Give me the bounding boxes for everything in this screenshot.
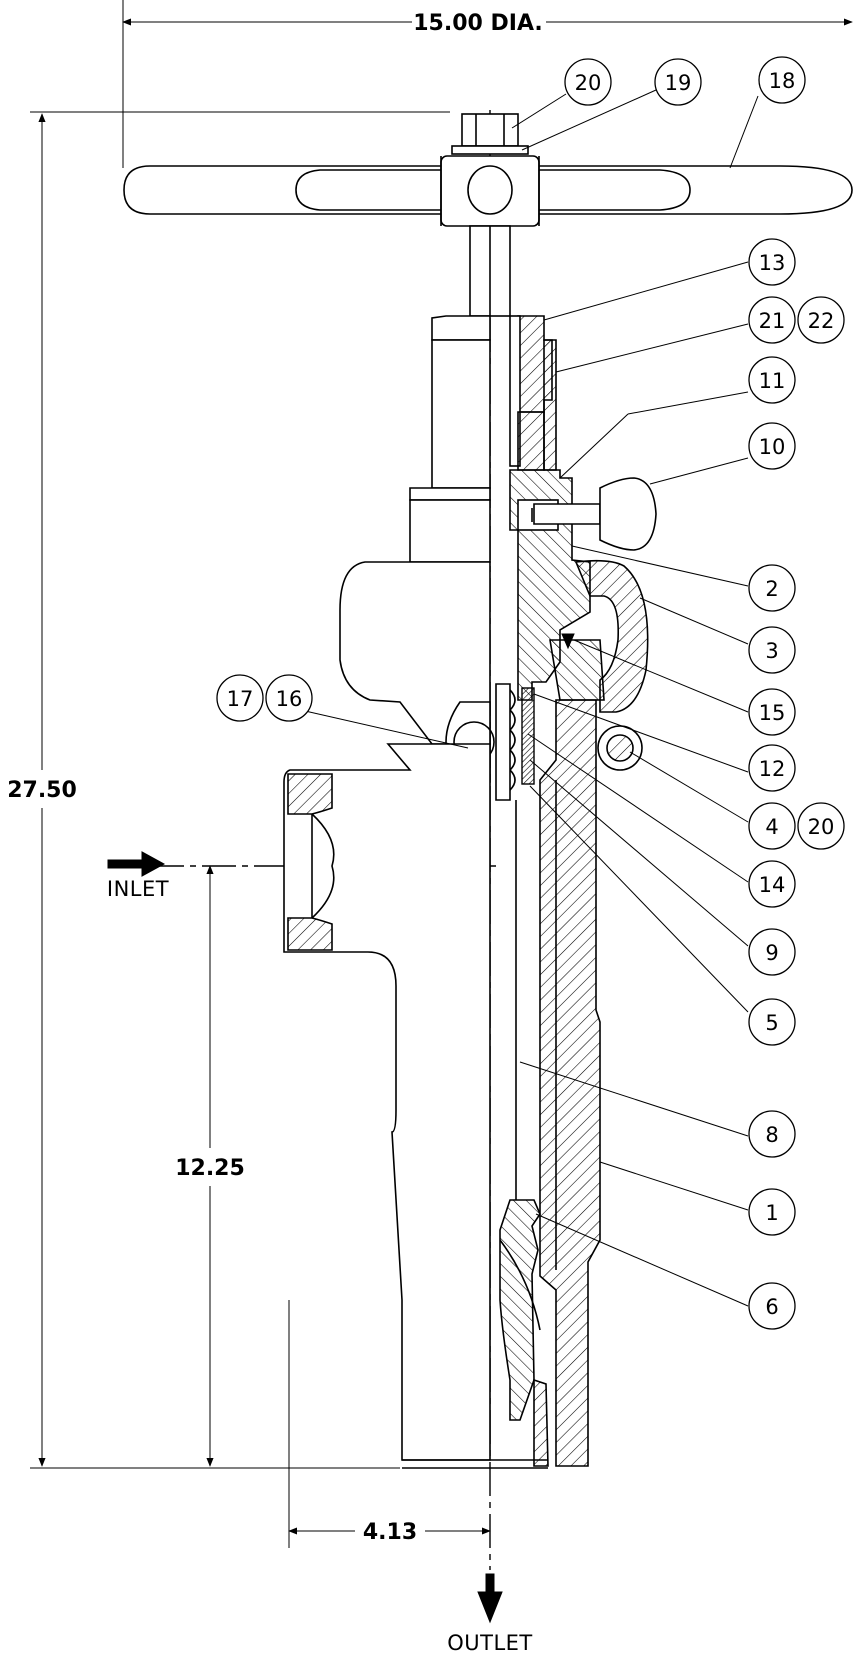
balloon-1: 1	[748, 1188, 796, 1236]
balloon-18: 18	[758, 56, 806, 104]
balloon-9: 9	[748, 928, 796, 976]
svg-text:10: 10	[759, 435, 786, 459]
svg-text:5: 5	[765, 1011, 778, 1035]
handwheel	[123, 155, 853, 227]
svg-text:12: 12	[759, 757, 786, 781]
body-section	[539, 699, 601, 1467]
svg-text:15: 15	[759, 701, 786, 725]
inlet-height-label: 12.25	[175, 1156, 245, 1181]
balloon-6: 6	[748, 1282, 796, 1330]
balloon-leaders	[291, 89, 759, 1307]
svg-text:8: 8	[765, 1123, 778, 1147]
svg-text:16: 16	[276, 687, 303, 711]
balloon-22: 22	[797, 296, 845, 344]
balloon-20-top: 20	[564, 58, 612, 106]
balloon-12: 12	[748, 744, 796, 792]
svg-text:20: 20	[575, 71, 602, 95]
svg-text:20: 20	[808, 815, 835, 839]
svg-text:19: 19	[665, 71, 692, 95]
overall-height-dimension: 27.50	[7, 111, 450, 1469]
balloon-11: 11	[748, 356, 796, 404]
balloon-3: 3	[748, 626, 796, 674]
balloon-15: 15	[748, 688, 796, 736]
seal-ring	[561, 633, 575, 650]
svg-text:13: 13	[759, 251, 786, 275]
svg-text:21: 21	[759, 309, 786, 333]
inlet-flange-section	[287, 773, 335, 951]
balloon-20-bolt: 20	[797, 802, 845, 850]
balloon-8: 8	[748, 1110, 796, 1158]
balloon-5: 5	[748, 998, 796, 1046]
inlet-label: INLET	[107, 877, 169, 901]
svg-text:11: 11	[759, 369, 786, 393]
svg-text:1: 1	[765, 1201, 778, 1225]
svg-text:14: 14	[759, 873, 786, 897]
thumb-screw	[533, 477, 657, 551]
outlet-indicator: OUTLET	[447, 1573, 533, 1655]
offset-dimension: 4.13	[288, 1300, 491, 1548]
inlet-height-dimension: 12.25	[175, 865, 245, 1467]
overall-height-label: 27.50	[7, 778, 77, 803]
diameter-dimension: 15.00 DIA.	[122, 0, 853, 168]
bonnet-external	[283, 315, 495, 1461]
inlet-indicator: INLET	[107, 851, 169, 901]
svg-text:4: 4	[765, 815, 778, 839]
diameter-label: 15.00 DIA.	[413, 11, 543, 36]
outlet-label: OUTLET	[447, 1631, 533, 1655]
svg-text:17: 17	[227, 687, 254, 711]
svg-text:9: 9	[765, 941, 778, 965]
clamp-bolt	[597, 725, 643, 771]
balloon-4: 4	[748, 802, 796, 850]
svg-text:3: 3	[765, 639, 778, 663]
svg-text:18: 18	[769, 69, 796, 93]
balloon-21: 21	[748, 296, 796, 344]
clamp-section	[549, 559, 649, 713]
svg-text:6: 6	[765, 1295, 778, 1319]
svg-text:22: 22	[808, 309, 835, 333]
balloon-2: 2	[748, 564, 796, 612]
packing-stack	[495, 683, 535, 801]
balloon-16: 16	[265, 674, 313, 722]
offset-label: 4.13	[363, 1520, 417, 1545]
seat-ring-section	[499, 1199, 549, 1467]
balloon-13: 13	[748, 238, 796, 286]
balloon-14: 14	[748, 860, 796, 908]
svg-text:2: 2	[765, 577, 778, 601]
gland-section	[509, 315, 557, 471]
balloon-10: 10	[748, 422, 796, 470]
balloon-17: 17	[216, 674, 264, 722]
stem	[469, 225, 511, 317]
stem-nut	[451, 113, 529, 155]
balloon-19: 19	[654, 58, 702, 106]
